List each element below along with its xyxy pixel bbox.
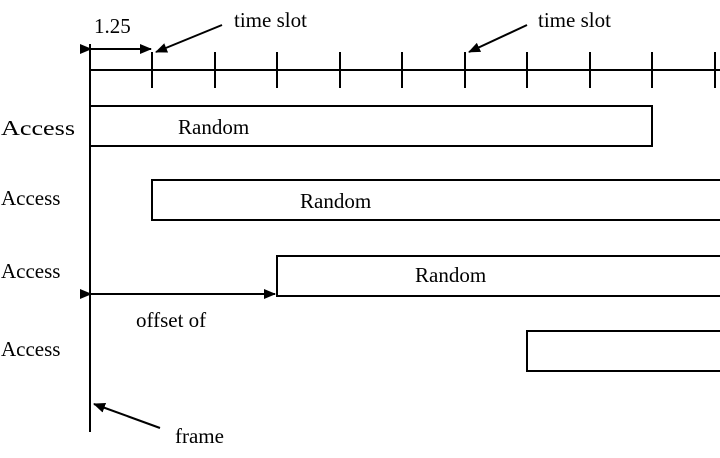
random-label-3: Random (415, 263, 486, 287)
frame-label: frame (175, 424, 224, 448)
slot-width-label: 1.25 (94, 14, 131, 38)
random-label-1: Random (178, 115, 249, 139)
random-access-bar-4 (526, 330, 720, 372)
time-slot-label-left: time slot (234, 8, 307, 32)
frame-pointer-arrow (93, 403, 161, 429)
access-label-3: Access (1, 259, 60, 283)
access-label-2: Access (1, 186, 60, 210)
random-access-bar-3 (276, 255, 720, 297)
time-slot-ticks (151, 52, 716, 88)
random-label-2: Random (300, 189, 371, 213)
access-label-4: Access (1, 337, 60, 361)
random-access-bar-1 (89, 105, 653, 147)
offset-label: offset of (136, 308, 206, 332)
time-slot-pointer-right (468, 24, 528, 53)
random-access-bar-2 (151, 179, 720, 221)
access-label-1: Access (1, 116, 75, 140)
time-slot-label-right: time slot (538, 8, 611, 32)
time-slot-pointer-left (155, 24, 223, 53)
